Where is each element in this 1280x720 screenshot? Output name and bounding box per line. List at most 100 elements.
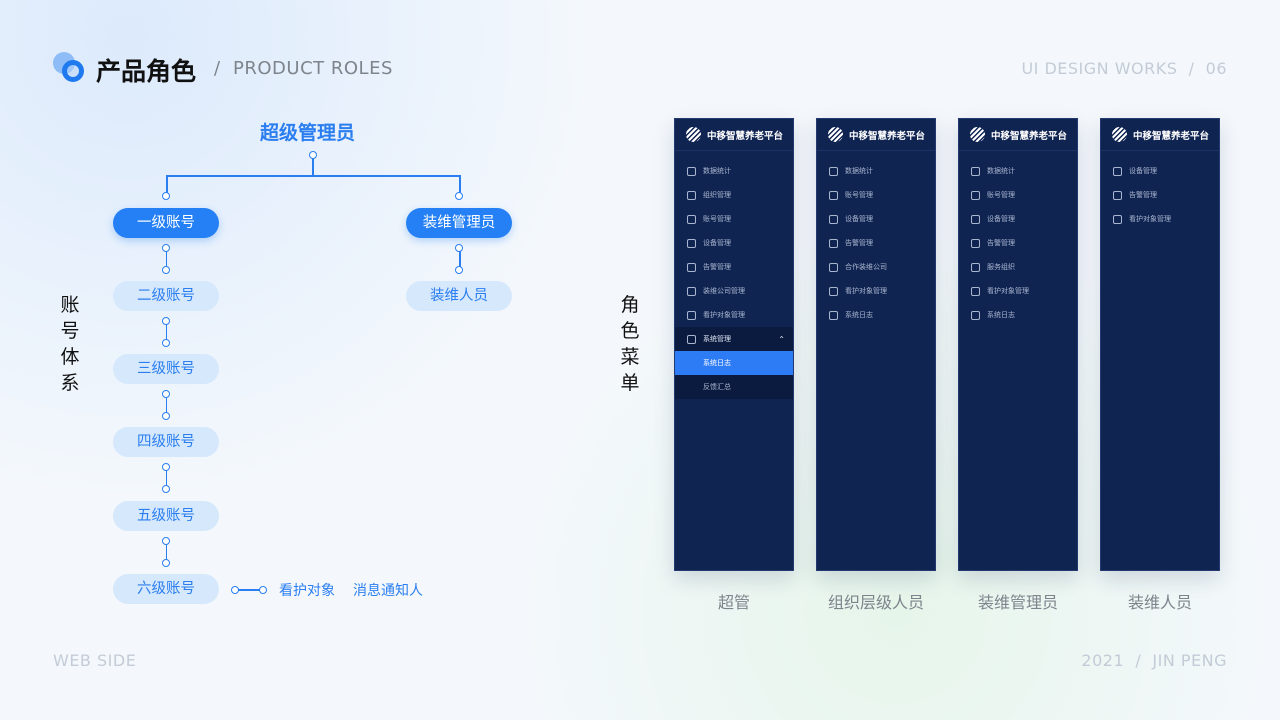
sidebar-item[interactable]: 看护对象管理	[675, 303, 793, 327]
sidebar-item[interactable]: 系统日志	[817, 303, 935, 327]
sidebar-item[interactable]: 看护对象管理	[959, 279, 1077, 303]
sidebar-item-label: 告警管理	[703, 263, 731, 271]
connector-dot	[162, 192, 170, 200]
sidebar-item[interactable]: 告警管理	[675, 255, 793, 279]
sidebar-item[interactable]: 设备管理	[1101, 159, 1219, 183]
connector-dot	[162, 317, 170, 325]
chart-icon	[971, 166, 980, 176]
sidebar-item-label: 设备管理	[845, 215, 873, 223]
account-level-2: 二级账号	[113, 281, 219, 311]
sidebar-item[interactable]: 数据统计	[675, 159, 793, 183]
connector	[165, 467, 167, 489]
sidebar-subitem-label: 系统日志	[703, 359, 731, 367]
sidebar-header: 中移智慧养老平台	[1101, 119, 1219, 151]
alert-icon	[829, 238, 838, 248]
sidebar-item[interactable]: 设备管理	[817, 207, 935, 231]
brand-logo-icon	[828, 127, 843, 142]
sidebar-item-label: 告警管理	[1129, 191, 1157, 199]
sidebar-item-label: 数据统计	[703, 167, 731, 175]
logo-icon	[53, 52, 87, 84]
connector-dot	[162, 244, 170, 252]
device-icon	[1113, 166, 1122, 176]
sidebar-item[interactable]: 数据统计	[817, 159, 935, 183]
sidebar-panel: 中移智慧养老平台设备管理告警管理看护对象管理	[1100, 118, 1220, 571]
sidebar-item-label: 设备管理	[987, 215, 1015, 223]
device-icon	[829, 214, 838, 224]
sidebar-item[interactable]: 系统日志	[959, 303, 1077, 327]
brand-name: 中移智慧养老平台	[707, 130, 784, 142]
sidebar-item[interactable]: 账号管理	[817, 183, 935, 207]
connector	[165, 541, 167, 563]
brand-name: 中移智慧养老平台	[849, 130, 926, 142]
sidebar-item-label: 账号管理	[845, 191, 873, 199]
spacer	[959, 151, 1077, 159]
notify-contact: 消息通知人	[353, 583, 423, 599]
sidebar-item[interactable]: 组织管理	[675, 183, 793, 207]
spacer	[817, 151, 935, 159]
connector-dot	[162, 485, 170, 493]
sidebar-item[interactable]: 看护对象管理	[1101, 207, 1219, 231]
connector-dot	[162, 266, 170, 274]
device-icon	[687, 238, 696, 248]
connector	[459, 248, 461, 270]
sidebar-item[interactable]: 告警管理	[959, 231, 1077, 255]
sidebar-item[interactable]: 服务组织	[959, 255, 1077, 279]
connector	[312, 156, 314, 176]
account-level-5: 五级账号	[113, 501, 219, 531]
sidebar-item-label: 合作装维公司	[845, 263, 887, 271]
sidebar-item[interactable]: 设备管理	[959, 207, 1077, 231]
connector	[166, 175, 168, 196]
spacer	[1101, 151, 1219, 159]
gear-icon	[687, 334, 696, 344]
sidebar-item[interactable]: 告警管理	[1101, 183, 1219, 207]
connector-dot	[309, 151, 317, 159]
connector	[165, 394, 167, 416]
brand-name: 中移智慧养老平台	[991, 130, 1068, 142]
user-icon	[829, 190, 838, 200]
sidebar-item[interactable]: 系统管理 ⌃	[675, 327, 793, 351]
sidebar-item-label: 系统管理	[703, 335, 731, 343]
sidebar-item-label: 告警管理	[987, 239, 1015, 247]
alert-icon	[1113, 190, 1122, 200]
sidebar-item-label: 系统日志	[845, 311, 873, 319]
sidebar-subitem[interactable]: 反馈汇总	[675, 375, 793, 399]
connector-dot	[259, 585, 267, 594]
sidebar-panel: 中移智慧养老平台数据统计组织管理账号管理设备管理告警管理装维公司管理看护对象管理…	[674, 118, 794, 571]
sidebar-item[interactable]: 账号管理	[675, 207, 793, 231]
sidebar-item[interactable]: 告警管理	[817, 231, 935, 255]
connector	[166, 175, 460, 177]
connector-dot	[455, 244, 463, 252]
brand-name: 中移智慧养老平台	[1133, 130, 1210, 142]
sidebar-item-label: 告警管理	[845, 239, 873, 247]
role-label: 超管	[717, 593, 750, 612]
sidebar-item[interactable]: 数据统计	[959, 159, 1077, 183]
account-level-6: 六级账号	[113, 574, 219, 604]
shield-icon	[971, 286, 980, 296]
sidebar-item[interactable]: 设备管理	[675, 231, 793, 255]
chart-icon	[829, 166, 838, 176]
sidebar-item[interactable]: 账号管理	[959, 183, 1077, 207]
sidebar-item-label: 看护对象管理	[987, 287, 1029, 295]
role-menu-label: 角色菜单	[620, 294, 640, 394]
sidebar-header: 中移智慧养老平台	[817, 119, 935, 151]
connector	[165, 248, 167, 270]
user-icon	[971, 190, 980, 200]
connector-dot	[231, 585, 239, 594]
connector-dot	[162, 463, 170, 471]
care-target: 看护对象	[279, 583, 335, 599]
sidebar-item[interactable]: 看护对象管理	[817, 279, 935, 303]
sidebar-panel: 中移智慧养老平台数据统计账号管理设备管理告警管理合作装维公司看护对象管理系统日志	[816, 118, 936, 571]
sidebar-item[interactable]: 装维公司管理	[675, 279, 793, 303]
sidebar-item-label: 看护对象管理	[845, 287, 887, 295]
connector-dot	[162, 412, 170, 420]
calendar-icon	[829, 310, 838, 320]
sidebar-subitem[interactable]: 系统日志	[675, 351, 793, 375]
chart-icon	[687, 166, 696, 176]
user-icon	[687, 214, 696, 224]
sidebar-item[interactable]: 合作装维公司	[817, 255, 935, 279]
footer-left: WEB SIDE	[53, 651, 137, 670]
connector-dot	[162, 339, 170, 347]
connector-dot	[162, 390, 170, 398]
chevron-up-icon: ⌃	[778, 334, 785, 344]
org-icon	[971, 262, 980, 272]
